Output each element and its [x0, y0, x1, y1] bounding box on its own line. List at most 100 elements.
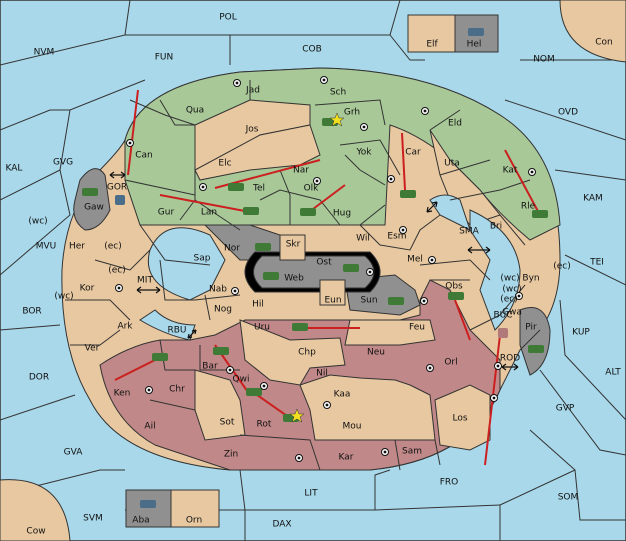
tank-icon[interactable]: [400, 190, 416, 198]
land-label-kaa: Kaa: [334, 390, 351, 400]
supply-center-dot: [228, 368, 232, 372]
coast-label-wc: (wc): [502, 285, 521, 295]
tank-icon[interactable]: [528, 345, 544, 353]
sea-label-aba: Aba: [132, 516, 149, 526]
tank-icon[interactable]: [255, 243, 271, 251]
sea-label-con: Con: [595, 38, 613, 48]
sea-label-som: SOM: [558, 493, 579, 503]
tank-icon[interactable]: [228, 183, 244, 191]
fleet-icon[interactable]: [498, 328, 508, 338]
land-label-skr: Skr: [286, 240, 301, 250]
tank-icon[interactable]: [213, 347, 229, 355]
supply-center-dot: [530, 170, 534, 174]
continent: [61, 67, 561, 471]
land-label-lan: Lan: [201, 208, 217, 218]
land-label-chr: Chr: [169, 385, 185, 395]
elf-territory[interactable]: [407, 14, 456, 53]
tank-icon[interactable]: [292, 323, 308, 331]
land-label-tel: Tel: [252, 184, 265, 194]
land-label-ark: Ark: [117, 322, 133, 332]
land-label-chp: Chp: [298, 348, 316, 358]
sea-label-kup: KUP: [572, 328, 590, 338]
land-label-sap: Sap: [194, 254, 211, 264]
land-label-rot: Rot: [257, 420, 272, 430]
units: [82, 28, 548, 508]
supply-center-dot: [389, 177, 393, 181]
sea-label-svm: SVM: [83, 514, 103, 524]
tank-icon[interactable]: [343, 264, 359, 272]
land-label-nar: Nar: [293, 166, 309, 176]
supply-center-dot: [147, 388, 151, 392]
land-label-mou: Mou: [343, 422, 362, 432]
supply-center-dot: [315, 179, 319, 183]
star-icon: [289, 408, 305, 423]
tank-icon[interactable]: [388, 297, 404, 305]
land-label-zin: Zin: [224, 450, 238, 460]
sea-label-pol: POL: [219, 13, 237, 23]
supply-center-dot: [262, 384, 266, 388]
land-label-hug: Hug: [333, 209, 351, 219]
tank-icon[interactable]: [82, 188, 98, 196]
land-label-gaw: Gaw: [84, 203, 104, 213]
fleet-icon[interactable]: [115, 195, 125, 205]
land-label-web: Web: [284, 274, 304, 284]
supply-center-dot: [201, 185, 205, 189]
land-label-nil: Nil: [316, 369, 328, 379]
supply-center-dot: [322, 78, 326, 82]
supply-center-dot: [128, 141, 132, 145]
sea-label-kam: KAM: [583, 194, 603, 204]
tank-icon[interactable]: [243, 207, 259, 215]
sea-label-gor: GOR: [107, 183, 127, 193]
sea-label-lit: LIT: [304, 489, 318, 499]
sea-label-sma: SMA: [459, 227, 479, 237]
tank-icon[interactable]: [532, 210, 548, 218]
land-label-ken: Ken: [114, 389, 131, 399]
land-label-grh: Grh: [344, 108, 360, 118]
land-label-ost: Ost: [316, 258, 332, 268]
tank-icon[interactable]: [152, 353, 168, 361]
tank-icon[interactable]: [448, 292, 464, 300]
supply-center-dot: [117, 286, 121, 290]
supply-center-dot: [422, 299, 426, 303]
coast-labels: (wc)(ec)(ec)(wc)(wc)(ec)(ec)(wc): [28, 217, 570, 305]
land-label-bar: Bar: [202, 362, 218, 372]
land-label-qua: Qua: [186, 106, 204, 116]
sea-label-nom: NOM: [533, 55, 555, 65]
sea-label-alt: ALT: [605, 368, 621, 378]
land-label-olk: Olk: [304, 184, 320, 194]
land-label-jos: Jos: [245, 125, 259, 135]
sea-label-bor: BOR: [22, 307, 41, 317]
land-label-uru: Uru: [254, 323, 270, 333]
sea-label-orn: Orn: [186, 516, 202, 526]
aba-territory[interactable]: [125, 489, 172, 528]
land-label-uta: Uta: [444, 159, 460, 169]
sea-label-dax: DAX: [272, 520, 291, 530]
land-label-ver: Ver: [85, 344, 100, 354]
sea-label-kal: KAL: [6, 164, 23, 174]
sea-label-rod: ROD: [500, 354, 520, 364]
supply-center-dot: [423, 109, 427, 113]
land-label-orl: Orl: [444, 358, 457, 368]
tank-icon[interactable]: [246, 388, 262, 396]
land-label-kat: Kat: [503, 166, 518, 176]
land-label-wil: Wil: [356, 234, 370, 244]
sea-label-rbu: RBU: [167, 326, 186, 336]
sea-label-gvg: GVG: [53, 158, 73, 168]
land-label-mel: Mel: [407, 255, 423, 265]
land-label-sot: Sot: [220, 418, 235, 428]
tank-icon[interactable]: [300, 208, 316, 216]
tank-icon[interactable]: [263, 272, 279, 280]
land-label-sam: Sam: [402, 447, 422, 457]
supply-center-dot: [517, 294, 521, 298]
fleet-icon[interactable]: [140, 500, 156, 508]
land-label-kar: Kar: [339, 453, 354, 463]
fleet-icon[interactable]: [468, 28, 484, 36]
land-label-kor: Kor: [80, 284, 95, 294]
coast-label-ec: (ec): [553, 262, 571, 272]
sea-label-gvp: GVP: [556, 404, 575, 414]
orn-territory[interactable]: [170, 489, 220, 528]
land-label-eld: Eld: [448, 119, 462, 129]
